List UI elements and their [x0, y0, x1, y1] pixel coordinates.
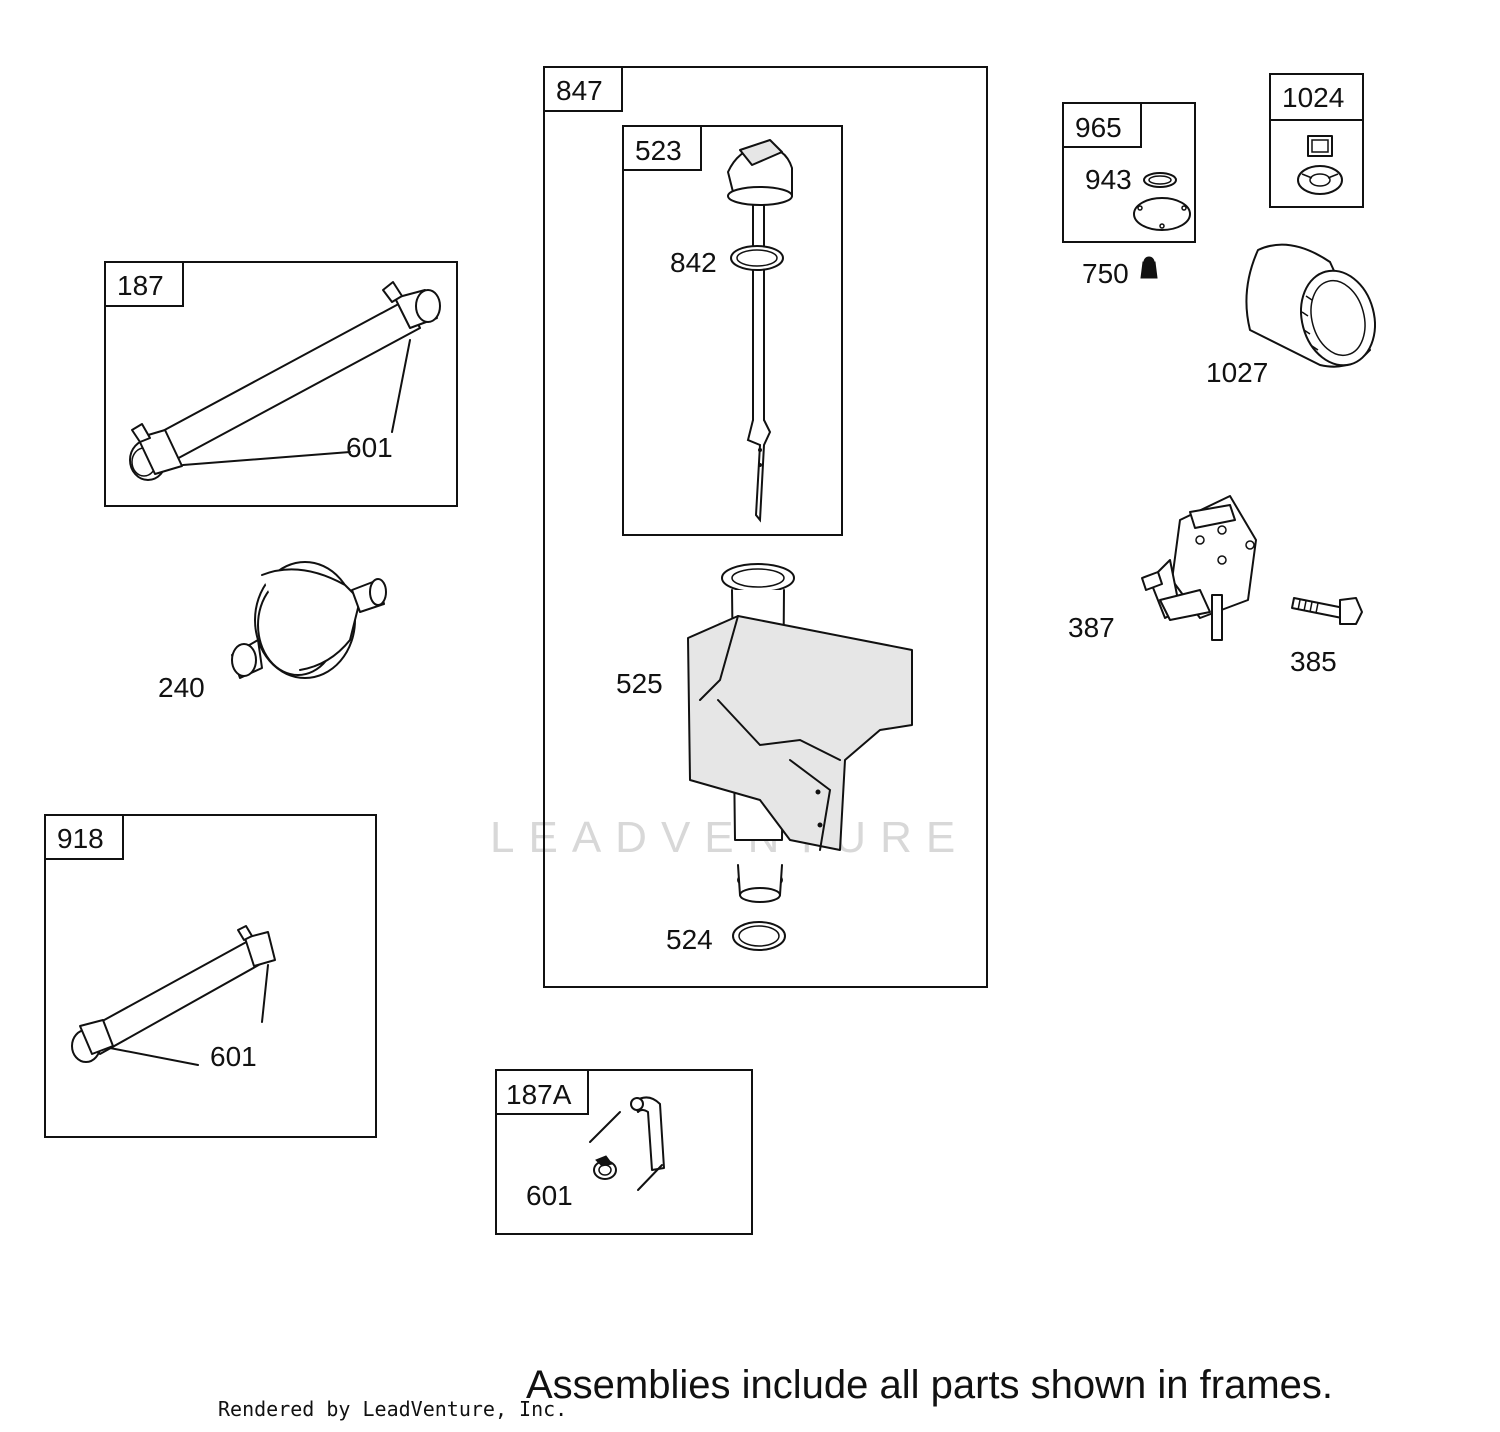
frame-847[interactable]: 847 — [543, 66, 988, 988]
dipstick-part[interactable] — [727, 139, 793, 523]
frame-523[interactable]: 523 — [622, 125, 843, 536]
o-ring-524[interactable] — [732, 921, 786, 951]
watermark-text: LEADVENTURE — [490, 813, 969, 862]
bolt-385-part[interactable] — [1291, 597, 1363, 625]
oil-filter-adapter-part[interactable] — [1297, 135, 1343, 195]
frame-187a[interactable]: 187A — [495, 1069, 753, 1235]
oil-filter-1027-part[interactable] — [1245, 243, 1385, 374]
dipstick-tube-part[interactable] — [687, 563, 913, 903]
screw-750-part[interactable] — [1140, 256, 1158, 279]
fuel-pump-387-part[interactable] — [1141, 495, 1257, 641]
hose-187-part[interactable] — [129, 281, 441, 481]
frame-1024[interactable]: 1024 — [1269, 73, 1364, 208]
callout-387: 387 — [1068, 612, 1115, 643]
frame-1024-label: 1024 — [1282, 82, 1344, 113]
frame-918[interactable]: 918 — [44, 814, 377, 1138]
callout-601-frame-187a: 601 — [526, 1180, 573, 1211]
fuel-filter-240-part[interactable] — [231, 561, 387, 679]
hose-187a-part[interactable] — [630, 1096, 665, 1171]
render-credit: Rendered by LeadVenture, Inc. — [218, 1397, 567, 1421]
assembly-note: Assemblies include all parts shown in fr… — [526, 1363, 1333, 1407]
frame-965[interactable]: 965 — [1062, 102, 1196, 243]
frame-187a-label: 187A — [506, 1079, 572, 1110]
leader-601-frame-187a — [589, 1111, 663, 1191]
callout-385: 385 — [1290, 646, 1337, 677]
frame-187[interactable]: 187 — [104, 261, 458, 507]
callout-842: 842 — [670, 247, 717, 278]
o-ring-842[interactable] — [730, 245, 784, 271]
frame-965-label: 965 — [1075, 112, 1122, 143]
callout-943: 943 — [1085, 164, 1132, 195]
clamp-187a-part[interactable] — [593, 1155, 617, 1180]
cover-plate-part[interactable] — [1133, 197, 1191, 231]
frame-187-label: 187 — [117, 270, 164, 301]
hose-918-part[interactable] — [71, 925, 276, 1063]
callout-525: 525 — [616, 668, 663, 699]
callout-750: 750 — [1082, 258, 1129, 289]
callout-601-frame-918: 601 — [210, 1041, 257, 1072]
leader-601-frame-918 — [109, 964, 269, 1066]
frame-918-label: 918 — [57, 823, 104, 854]
callout-524: 524 — [666, 924, 713, 955]
callout-1027: 1027 — [1206, 357, 1268, 388]
frame-847-label: 847 — [556, 75, 603, 106]
callout-601-frame-187: 601 — [346, 432, 393, 463]
callout-240: 240 — [158, 672, 205, 703]
leader-601-frame-187 — [182, 339, 411, 466]
frame-523-label: 523 — [635, 135, 682, 166]
gasket-943-part[interactable] — [1143, 172, 1177, 188]
